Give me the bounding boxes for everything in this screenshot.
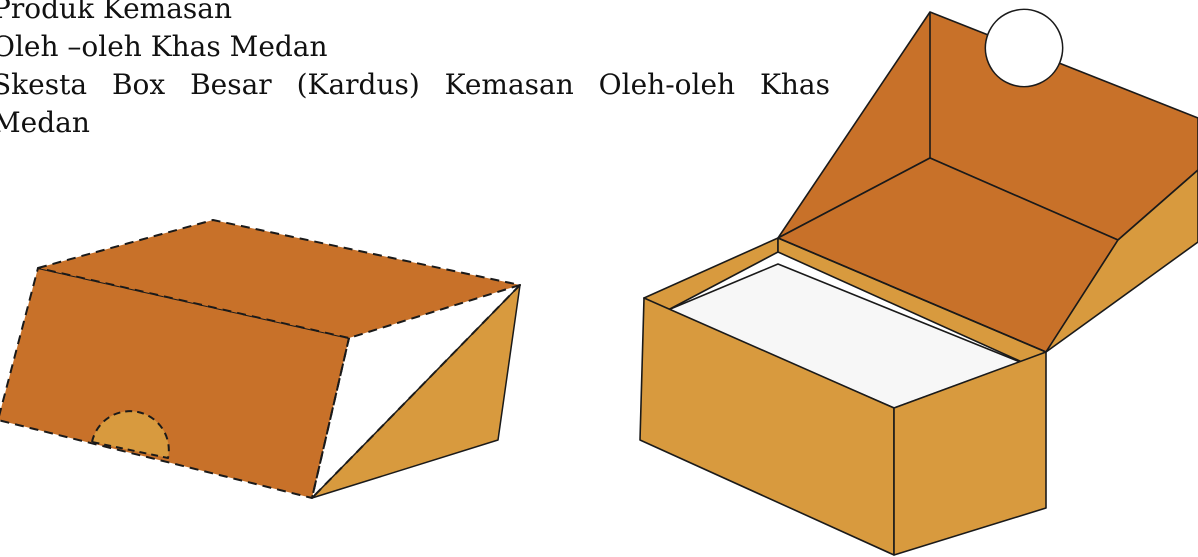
closed-box-cutout: [91, 410, 170, 459]
open-box: [639, 8, 1198, 556]
description-text: Produk Kemasan Oleh –oleh Khas Medan Ske…: [0, 0, 830, 142]
open-box-right: [893, 351, 1047, 556]
open-box-lid-side: [1045, 169, 1198, 353]
title-line-1: Produk Kemasan: [0, 0, 232, 25]
open-box-lid-notch: [984, 8, 1064, 88]
caption-line-2: Medan: [0, 106, 90, 139]
closed-box: [0, 219, 521, 499]
title-line-2: Oleh –oleh Khas Medan: [0, 30, 328, 63]
closed-box-side: [311, 284, 521, 499]
caption-line-1: Skesta Box Besar (Kardus) Kemasan Oleh-o…: [0, 68, 830, 101]
